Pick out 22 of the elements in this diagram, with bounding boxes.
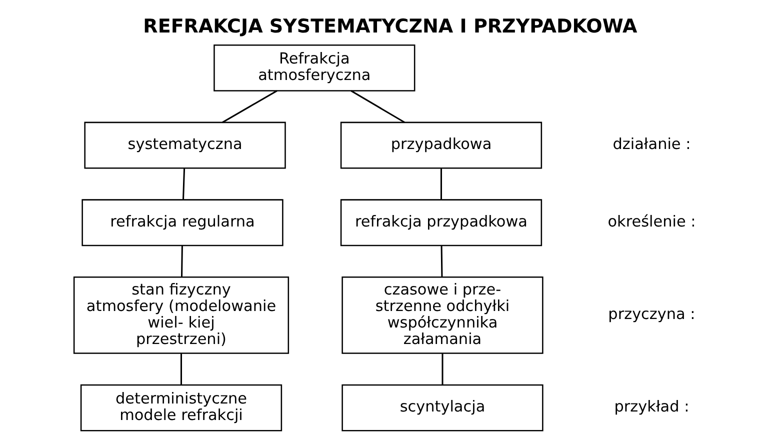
node-box: refrakcja przypadkowa (340, 199, 542, 246)
node-box: stan fizyczny atmosfery (modelowanie wiel- kiej przestrzeni) (72, 276, 289, 354)
label: przyczyna : (608, 305, 695, 324)
connector (440, 168, 442, 200)
node-box: deterministyczne modele refrakcji (80, 384, 282, 432)
connector (182, 168, 185, 200)
node-box: czasowe i prze- strzenne odchyłki współczynnika załamania (341, 276, 543, 354)
diagram-title: REFRAKCJA SYSTEMATYCZNA I PRZYPADKOWA (142, 15, 637, 38)
connector (441, 354, 443, 385)
connector (180, 354, 182, 385)
connector (440, 246, 442, 277)
node-box: scyntylacja (341, 384, 543, 432)
label: przykład : (614, 398, 689, 416)
connector (350, 90, 405, 124)
label: określenie : (607, 212, 696, 231)
connector (222, 90, 277, 124)
node-box: systematyczna (84, 122, 286, 169)
connector (180, 246, 182, 277)
node-box: refrakcja regularna (81, 199, 283, 246)
label: działanie : (612, 135, 690, 154)
node-box: przypadkowa (340, 122, 542, 169)
node-box: Refrakcja atmosferyczna (213, 44, 415, 92)
